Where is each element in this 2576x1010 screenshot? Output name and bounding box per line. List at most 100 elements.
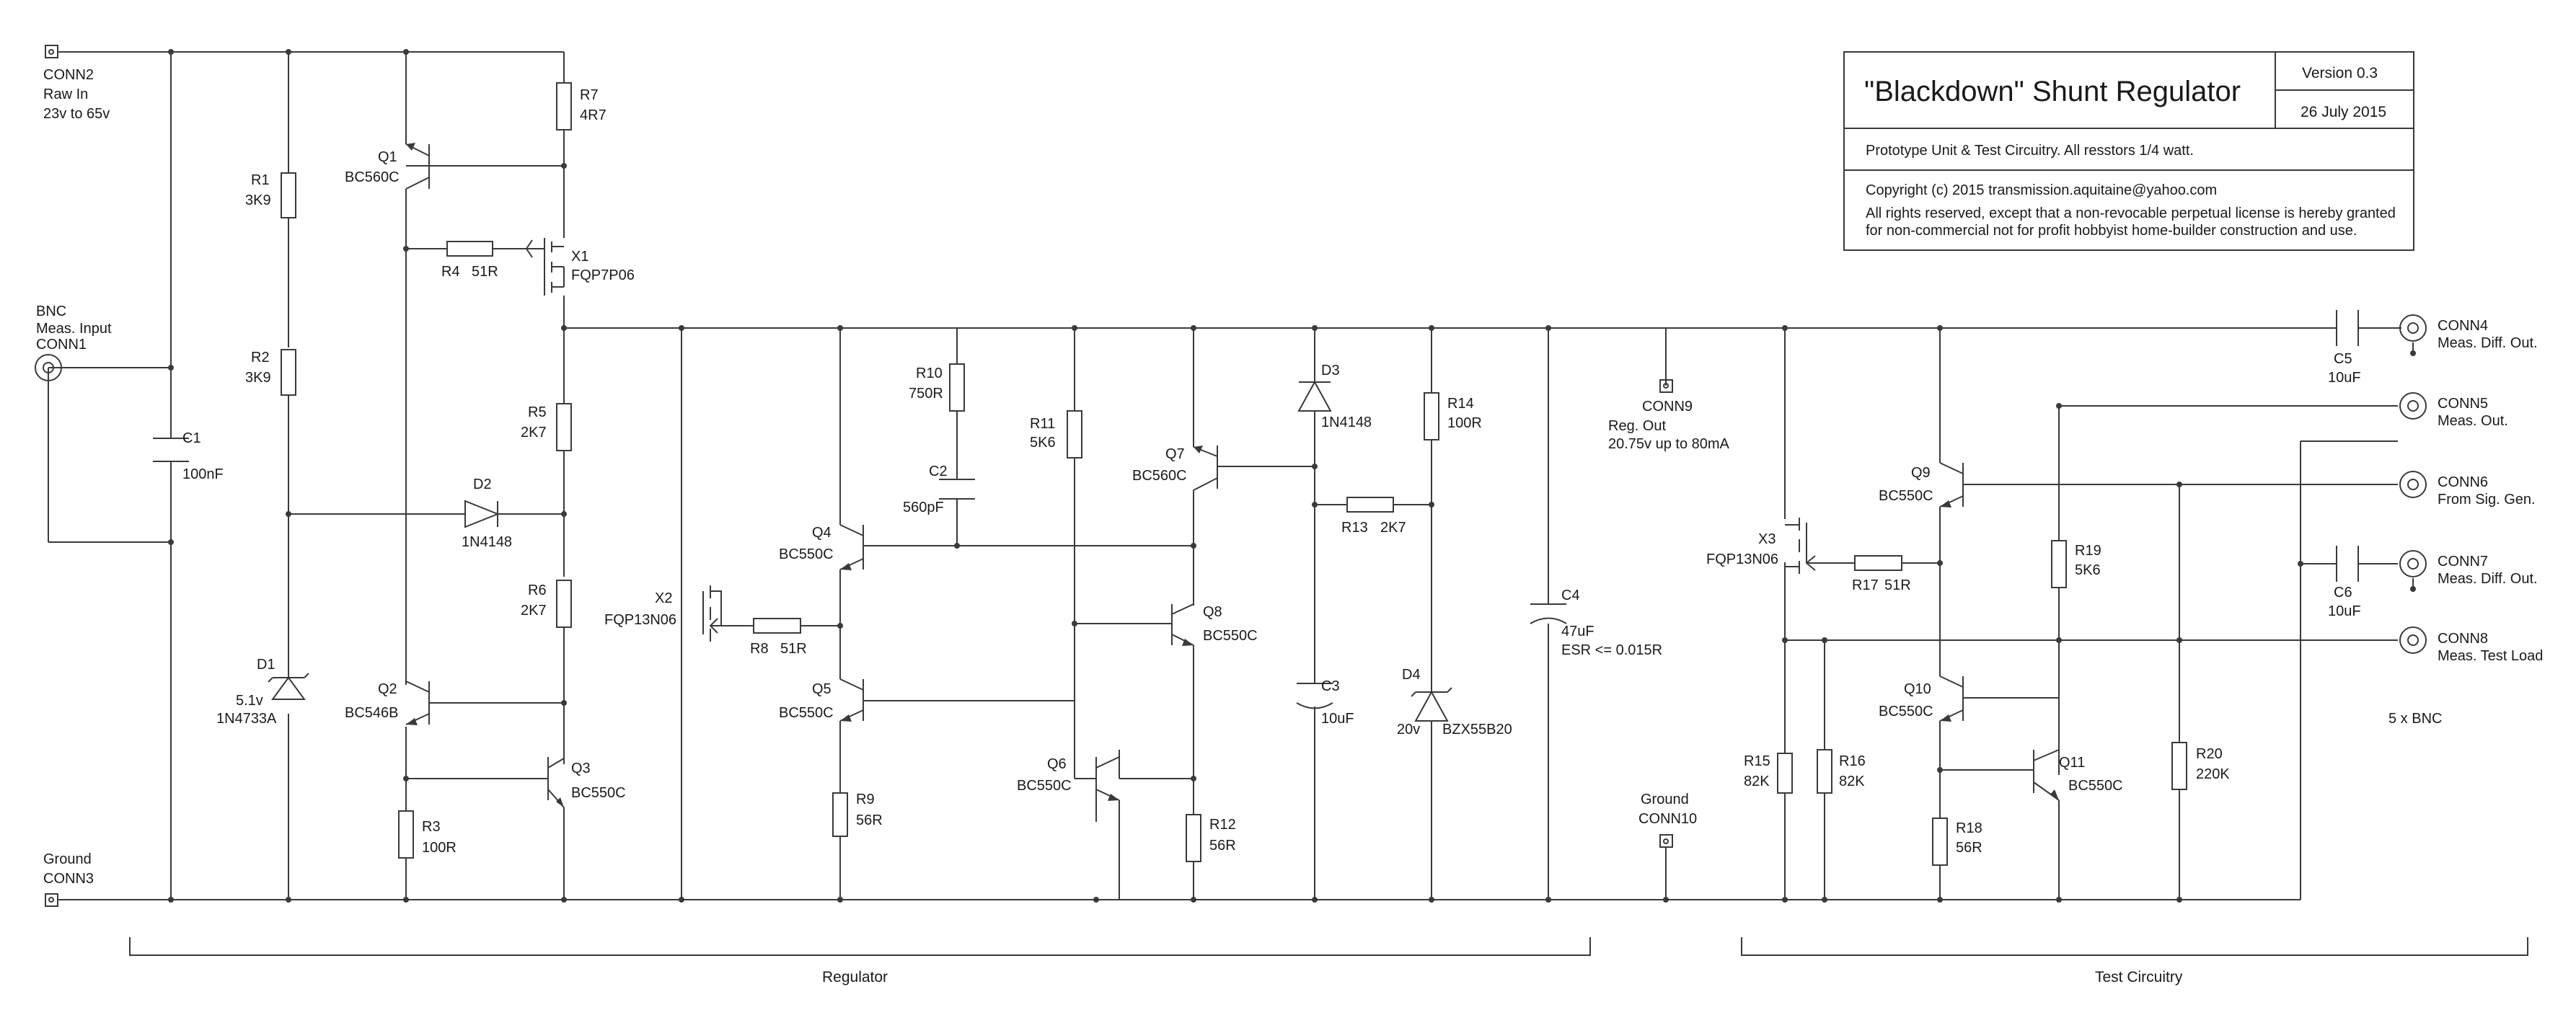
q10-val: BC550C xyxy=(1879,704,1933,719)
q3-symbol xyxy=(547,757,565,808)
q10-symbol xyxy=(1939,675,1964,722)
conn1-bnc xyxy=(35,354,62,381)
r5-val: 2K7 xyxy=(521,425,547,440)
x2-ref: X2 xyxy=(655,590,672,606)
junctions xyxy=(168,49,2303,903)
conn9-l1: Reg. Out xyxy=(1608,418,1666,434)
q2-ref: Q2 xyxy=(378,681,397,697)
d2-symbol xyxy=(464,500,500,528)
r9-body xyxy=(832,792,848,837)
conn10-terminal xyxy=(1659,834,1673,848)
note: Prototype Unit & Test Circuitry. All res… xyxy=(1866,143,2194,159)
resistors xyxy=(281,82,2187,866)
conn3-ref: CONN3 xyxy=(43,871,94,887)
conn3-terminal xyxy=(45,893,58,907)
date: 26 July 2015 xyxy=(2301,104,2386,120)
q3-val: BC550C xyxy=(571,785,626,801)
diodes xyxy=(268,380,1452,722)
c1-val: 100nF xyxy=(182,466,224,482)
title-block: "Blackdown" Shunt Regulator Version 0.3 … xyxy=(1843,51,2414,251)
x3-symbol xyxy=(1785,518,1825,574)
r10-val: 750R xyxy=(909,386,943,402)
c3-val: 10uF xyxy=(1321,711,1354,727)
c6-val: 10uF xyxy=(2328,603,2361,619)
r18-ref: R18 xyxy=(1956,820,1982,836)
r14-body xyxy=(1424,392,1439,440)
r14-ref: R14 xyxy=(1447,396,1474,412)
r9-val: 56R xyxy=(856,812,883,828)
r12-val: 56R xyxy=(1209,838,1236,854)
connector-labels: CONN2 Raw In 23v to 65v BNC Meas. Input … xyxy=(36,67,2543,887)
wire-q6-c-to-r12 xyxy=(1119,750,1194,779)
q1-ref: Q1 xyxy=(378,149,397,165)
r2-ref: R2 xyxy=(251,350,270,366)
regulator-label: Regulator xyxy=(822,969,888,985)
conn9-l2: 20.75v up to 80mA xyxy=(1608,436,1730,452)
r1-body xyxy=(281,172,296,218)
q11-ref: Q11 xyxy=(2059,755,2085,771)
q7-ref: Q7 xyxy=(1165,446,1185,462)
x1-ref: X1 xyxy=(571,249,588,265)
d3-ref: D3 xyxy=(1321,363,1340,378)
c5-plates xyxy=(2336,310,2359,346)
conn5-ref: CONN5 xyxy=(2438,396,2488,412)
c5-val: 10uF xyxy=(2328,370,2361,386)
conn4-l1: Meas. Diff. Out. xyxy=(2438,335,2538,351)
conn1-ref: CONN1 xyxy=(36,337,87,353)
r10-ref: R10 xyxy=(916,366,943,381)
x2-val: FQP13N06 xyxy=(604,612,676,628)
conn1-l2: Meas. Input xyxy=(36,321,112,337)
q8-val: BC550C xyxy=(1203,628,1258,644)
r19-body xyxy=(2051,540,2067,588)
q10-ref: Q10 xyxy=(1904,681,1931,697)
r11-body xyxy=(1067,410,1082,459)
q3-ref: Q3 xyxy=(571,761,591,776)
r2-val: 3K9 xyxy=(245,370,271,386)
r3-body xyxy=(398,810,414,859)
d4-v: 20v xyxy=(1397,722,1420,737)
d1-ref: D1 xyxy=(257,657,275,673)
transistors xyxy=(405,143,2060,808)
r12-body xyxy=(1186,814,1201,862)
x3-ref: X3 xyxy=(1758,531,1776,547)
conn6-ref: CONN6 xyxy=(2438,474,2488,490)
r6-body xyxy=(556,580,572,628)
r7-ref: R7 xyxy=(580,87,599,103)
q5-symbol xyxy=(839,678,864,722)
c2-plates xyxy=(939,479,975,500)
bnc-note: 5 x BNC xyxy=(2388,711,2442,727)
conn10-ref: CONN10 xyxy=(1638,811,1697,827)
c4-plates xyxy=(1530,603,1567,624)
c3-ref: C3 xyxy=(1321,678,1340,694)
wire-conn6 xyxy=(2300,440,2398,900)
q1-val: BC560C xyxy=(345,169,400,185)
conn5-l1: Meas. Out. xyxy=(2438,413,2508,429)
d1-val: 1N4733A xyxy=(216,711,277,727)
r7-body xyxy=(556,82,572,130)
c1-ref: C1 xyxy=(182,430,201,446)
q7-val: BC560C xyxy=(1132,468,1187,484)
r5-ref: R5 xyxy=(528,404,547,420)
r8-body xyxy=(753,618,801,634)
r20-ref: R20 xyxy=(2196,746,2223,762)
component-labels: R1 3K9 R2 3K9 C1 100nF D1 5.1v 1N4733A Q… xyxy=(182,87,2361,856)
conn2-l1: Raw In xyxy=(43,87,88,102)
q2-symbol xyxy=(405,681,430,725)
conn6-l1: From Sig. Gen. xyxy=(2438,492,2536,508)
r8-val: 51R xyxy=(780,641,807,657)
r7-val: 4R7 xyxy=(580,107,606,123)
r18-val: 56R xyxy=(1956,840,1982,856)
c3-plates xyxy=(1296,683,1333,721)
q9-ref: Q9 xyxy=(1911,465,1931,481)
d4-ref: D4 xyxy=(1402,667,1421,683)
r17-ref: R17 xyxy=(1852,577,1879,593)
r14-val: 100R xyxy=(1447,415,1482,431)
q4-symbol xyxy=(839,524,864,570)
conn9-ref: CONN9 xyxy=(1642,399,1693,415)
r17-body xyxy=(1854,555,1902,571)
wire-r11 xyxy=(1074,328,1096,779)
r6-val: 2K7 xyxy=(521,603,547,619)
r16-val: 82K xyxy=(1839,774,1865,789)
x3-val: FQP13N06 xyxy=(1706,551,1778,567)
